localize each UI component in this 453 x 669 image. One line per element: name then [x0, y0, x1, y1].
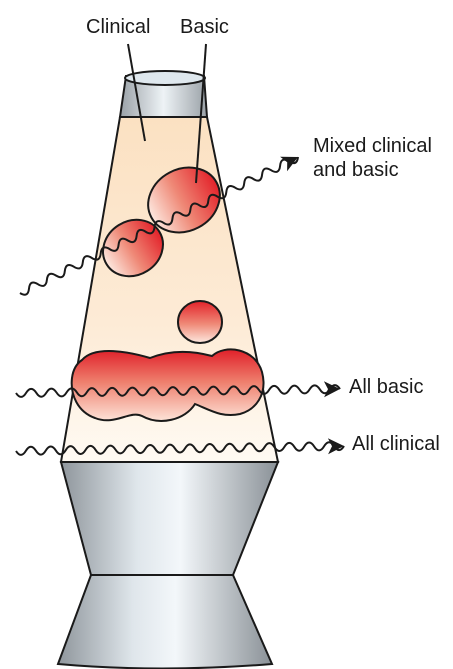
lamp-base-upper — [61, 462, 278, 575]
all-clinical-arrow-arrowhead — [328, 438, 344, 454]
label-mixed-line2: and basic — [313, 158, 432, 182]
label-mixed: Mixed clinical and basic — [313, 134, 432, 182]
all-basic-arrow-arrowhead — [324, 381, 340, 397]
label-all-clinical: All clinical — [352, 432, 440, 456]
blob-small — [178, 301, 222, 343]
label-clinical: Clinical — [86, 15, 150, 39]
label-all-basic: All basic — [349, 375, 423, 399]
label-mixed-line1: Mixed clinical — [313, 134, 432, 158]
label-basic: Basic — [180, 15, 229, 39]
blob-large-merged — [72, 349, 264, 420]
lamp-base-lower — [58, 575, 272, 669]
lamp-cap-top — [125, 71, 205, 85]
